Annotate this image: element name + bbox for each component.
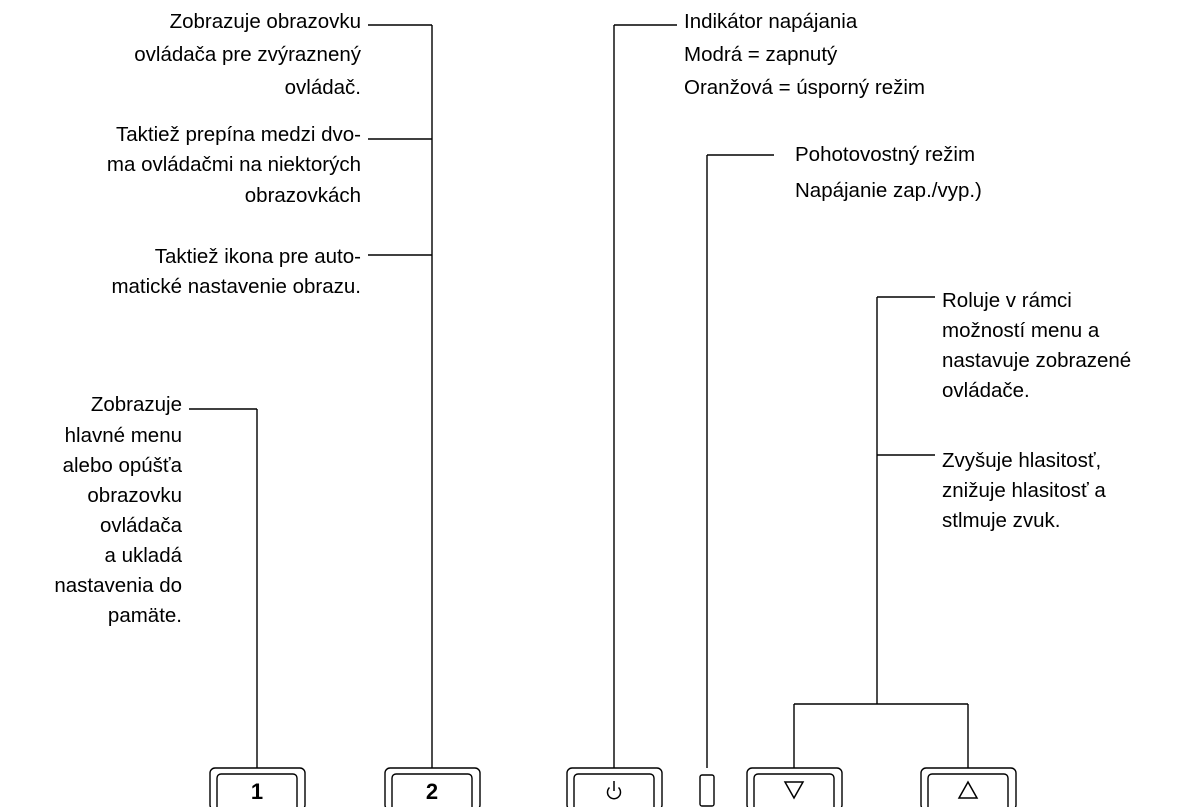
leader-lines xyxy=(189,24,969,768)
callout-main-menu: Zobrazuje hlavné menu alebo opúšťa obraz… xyxy=(54,393,182,627)
callout-controls-screen: Zobrazuje obrazovku ovládača pre zvýrazn… xyxy=(134,10,362,99)
power-button[interactable] xyxy=(566,767,663,807)
callout-line: Roluje v rámci xyxy=(942,289,1072,312)
callout-line: Pohotovostný režim xyxy=(795,143,975,166)
standby-indicator-led xyxy=(699,774,715,807)
callout-line: a ukladá xyxy=(104,544,182,567)
callout-line: ma ovládačmi na niektorých xyxy=(107,153,361,176)
callout-line: pamäte. xyxy=(108,604,182,627)
callout-line: alebo opúšťa xyxy=(63,454,183,477)
callout-scroll-menu: Roluje v rámci možností menu a nastavuje… xyxy=(942,289,1131,402)
button-1-label: 1 xyxy=(251,779,263,804)
up-button[interactable] xyxy=(920,767,1017,807)
callout-standby: Pohotovostný režim Napájanie zap./vyp.) xyxy=(795,143,982,202)
button-1[interactable]: 1 xyxy=(209,767,306,807)
callout-line: stlmuje zvuk. xyxy=(942,509,1060,532)
button-2[interactable]: 2 xyxy=(384,767,481,807)
callout-line: hlavné menu xyxy=(65,424,182,447)
callout-line: Zobrazuje xyxy=(91,393,182,416)
callout-line: Zobrazuje obrazovku xyxy=(170,10,361,33)
callout-line: ovládač. xyxy=(285,76,361,99)
callout-line: ovládača pre zvýraznený xyxy=(134,43,362,66)
callout-line: matické nastavenie obrazu. xyxy=(111,275,361,298)
down-button[interactable] xyxy=(746,767,843,807)
callout-power-indicator: Indikátor napájania Modrá = zapnutý Oran… xyxy=(684,10,925,99)
callout-line: obrazovku xyxy=(87,484,182,507)
button-2-label: 2 xyxy=(426,779,438,804)
callout-switch-controls: Taktiež prepína medzi dvo- ma ovládačmi … xyxy=(107,123,361,207)
triangle-down-icon xyxy=(783,781,805,800)
callout-line: obrazovkách xyxy=(245,184,361,207)
callout-line: ovládače. xyxy=(942,379,1030,402)
callout-line: Oranžová = úsporný režim xyxy=(684,76,925,99)
callout-line: Modrá = zapnutý xyxy=(684,43,838,66)
callout-line: Taktiež prepína medzi dvo- xyxy=(116,123,361,146)
callout-line: znižuje hlasitosť a xyxy=(942,479,1106,502)
power-icon xyxy=(606,781,622,800)
callout-line: Taktiež ikona pre auto- xyxy=(155,245,361,268)
callout-line: ovládača xyxy=(100,514,183,537)
callout-line: nastavenia do xyxy=(54,574,182,597)
callout-volume: Zvyšuje hlasitosť, znižuje hlasitosť a s… xyxy=(942,449,1106,532)
callout-line: Zvyšuje hlasitosť, xyxy=(942,449,1101,472)
callout-line: Napájanie zap./vyp.) xyxy=(795,179,982,202)
callout-auto-adjust: Taktiež ikona pre auto- matické nastaven… xyxy=(111,245,361,298)
callout-line: nastavuje zobrazené xyxy=(942,349,1131,372)
triangle-up-icon xyxy=(957,780,979,799)
callout-line: Indikátor napájania xyxy=(684,10,858,33)
callout-line: možností menu a xyxy=(942,319,1100,342)
